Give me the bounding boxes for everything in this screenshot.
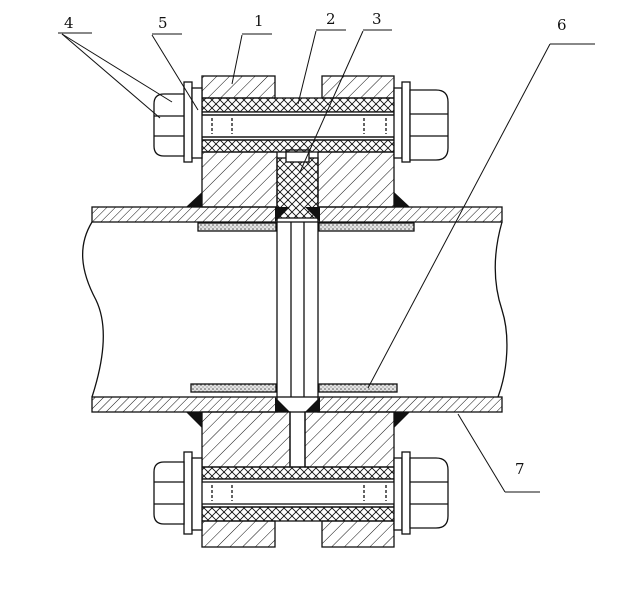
pipe-break-left (82, 221, 104, 398)
lower-bolt-shank (199, 481, 397, 505)
upper-bolt (153, 81, 449, 163)
lower-left-washer-inner (191, 457, 203, 531)
weld-top-left-inner (275, 207, 290, 222)
upper-left-flange-body (201, 151, 278, 208)
weld-bottom-left-outer (186, 412, 202, 428)
lining-top-right (318, 222, 415, 232)
label-6: 6 (557, 16, 567, 34)
weld-top-right-outer (394, 192, 410, 207)
upper-left-cap (201, 75, 276, 99)
upper-right-cap (321, 75, 395, 99)
pipe-wall-bottom-left (91, 396, 278, 413)
upper-right-flange-body (317, 151, 395, 208)
lower-right-washer-outer (401, 451, 411, 535)
weld-top-left-outer (186, 192, 202, 207)
lining-bottom-left (190, 383, 277, 393)
label-4: 4 (64, 14, 74, 32)
label-3: 3 (372, 10, 382, 28)
upper-left-nut (153, 93, 185, 157)
weld-bottom-right-outer (394, 412, 410, 428)
weld-bottom-left-inner (275, 397, 290, 412)
lower-band (201, 506, 395, 522)
pipe (82, 206, 508, 413)
lower-left-cap (201, 520, 276, 548)
upper-lower-band (201, 139, 395, 153)
lower-bolt (153, 451, 449, 535)
lower-left-nut (153, 461, 185, 525)
inner-lining (190, 222, 415, 393)
lower-left-flange-body (201, 411, 291, 468)
lower-right-flange-body (304, 411, 395, 468)
upper-bolt-shank (199, 114, 397, 138)
upper-right-nut (409, 89, 449, 161)
upper-right-washer-outer (401, 81, 411, 163)
weld-bottom-right-inner (305, 397, 320, 412)
lower-left-washer-outer (183, 451, 193, 535)
pipe-wall-top-left (91, 206, 278, 223)
label-2: 2 (326, 10, 336, 28)
lower-right-cap (321, 520, 395, 548)
leader-lines (58, 29, 595, 493)
spacer-bottom-stem (289, 411, 306, 468)
label-7: 7 (515, 460, 525, 478)
lower-right-washer (393, 457, 403, 531)
lining-bottom-right (318, 383, 398, 393)
welds (186, 192, 410, 428)
label-1: 1 (254, 12, 264, 30)
pipe-break-right (494, 221, 508, 398)
pipe-wall-top-right (317, 206, 503, 223)
label-5: 5 (158, 14, 168, 32)
lower-right-nut (409, 457, 449, 529)
part-labels: 4 5 1 2 3 6 7 (64, 10, 567, 478)
upper-left-washer-inner (191, 87, 203, 159)
spacer-ring (276, 221, 319, 398)
upper-right-washer (393, 87, 403, 159)
weld-top-right-inner (305, 207, 320, 222)
lining-top-left (197, 222, 277, 232)
lower-upper-band (201, 466, 395, 480)
pipe-wall-bottom-right (317, 396, 503, 413)
upper-band (201, 97, 395, 113)
